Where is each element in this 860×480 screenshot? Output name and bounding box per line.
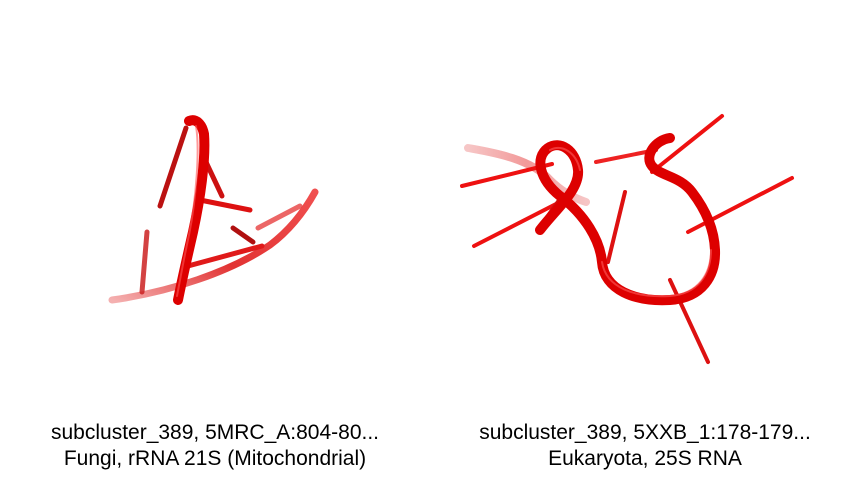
rna-structure-render-right [460, 114, 794, 364]
structure-caption-left: subcluster_389, 5MRC_A:804-80... Fungi, … [0, 420, 430, 472]
backbone-highlight [549, 147, 712, 298]
backbone-highlight [176, 125, 199, 297]
structure-panel-right: subcluster_389, 5XXB_1:178-179... Eukary… [430, 0, 860, 480]
backbone-strand-front [535, 133, 721, 306]
caption-subtitle: Fungi, rRNA 21S (Mitochondrial) [63, 447, 367, 470]
caption-title: subcluster_389, 5MRC_A:804-80... [50, 421, 379, 444]
caption-title: subcluster_389, 5XXB_1:178-179... [479, 421, 811, 444]
caption-subtitle: Eukaryota, 25S RNA [548, 447, 742, 470]
structure-caption-right: subcluster_389, 5XXB_1:178-179... Eukary… [430, 420, 860, 472]
base-stick [606, 190, 627, 264]
base-stick [230, 225, 256, 245]
base-stick [668, 278, 710, 364]
base-stick [650, 114, 724, 174]
backbone-strand-front [173, 115, 210, 305]
rna-structure-render-left [108, 115, 319, 305]
backbone-strand-back [108, 188, 319, 304]
base-stick [139, 229, 150, 295]
base-stick [472, 202, 558, 248]
base-stick [255, 203, 303, 231]
structure-panel-left: subcluster_389, 5MRC_A:804-80... Fungi, … [0, 115, 430, 472]
base-stick [157, 125, 189, 209]
base-stick [185, 243, 265, 269]
base-stick [197, 197, 253, 213]
